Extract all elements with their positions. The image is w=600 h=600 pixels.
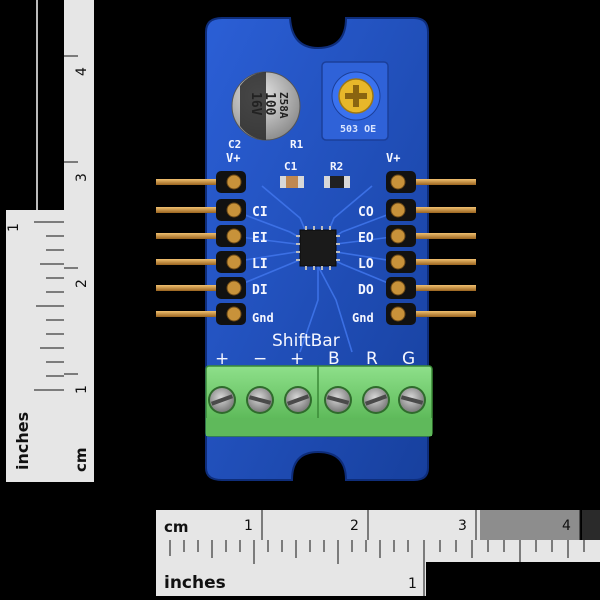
capacitor-text-1: Z58A: [277, 92, 290, 119]
label-c2: C2: [228, 138, 241, 151]
pot-text: 503 OE: [340, 124, 376, 135]
left-pin-label: Gnd: [252, 311, 274, 325]
left-pin-label: EI: [252, 231, 268, 246]
left-ruler-cm-number-2: 2: [74, 279, 90, 288]
terminal-labels: + − + B R G: [215, 349, 415, 369]
bottom-ruler-cm-number-1: 1: [244, 518, 253, 534]
right-pin-label: Gnd: [352, 311, 374, 325]
left-ruler-inches-label: inches: [13, 412, 32, 470]
terminal-screw: [398, 386, 426, 414]
electrolytic-capacitor: Z58A 100 16V: [231, 71, 301, 141]
header-pin: [386, 303, 476, 325]
header-pin: [156, 277, 246, 299]
header-pin: [386, 199, 476, 221]
terminal-label: −: [253, 349, 267, 369]
left-pin-label: V+: [226, 151, 240, 165]
screw-terminal-block: [205, 365, 433, 437]
left-pin-label: LI: [252, 257, 268, 272]
label-r1: R1: [290, 138, 304, 151]
bottom-ruler-inch-number: 1: [408, 576, 417, 592]
bottom-ruler-cm-label: cm: [164, 518, 189, 536]
left-ruler-inch-number: 1: [6, 223, 22, 232]
header-pin: [386, 251, 476, 273]
header-pin: [156, 171, 246, 193]
label-r2: R2: [330, 160, 343, 173]
terminal-screw: [362, 386, 390, 414]
ic-chip: [296, 226, 340, 270]
terminal-label: G: [402, 349, 415, 369]
terminal-label: +: [290, 349, 304, 369]
header-pin: [156, 303, 246, 325]
bottom-ruler-cm-number-3: 3: [458, 518, 467, 534]
terminal-screw: [246, 386, 274, 414]
left-pin-label: DI: [252, 283, 268, 298]
terminal-label: R: [366, 349, 378, 369]
header-pin: [386, 277, 476, 299]
left-ruler-cm-number-4: 4: [74, 67, 90, 76]
right-pin-label: V+: [386, 151, 400, 165]
bottom-ruler-cm-number-4: 4: [562, 518, 571, 534]
header-pin: [156, 225, 246, 247]
left-ruler-cm: 4 3 2 1 cm: [36, 0, 94, 482]
bottom-ruler-inches-label: inches: [164, 573, 226, 593]
header-pin: [386, 171, 476, 193]
header-pin: [156, 199, 246, 221]
left-ruler-inches: 1 inches: [6, 210, 64, 482]
left-ruler-cm-number-3: 3: [74, 173, 90, 182]
terminal-label: +: [215, 349, 229, 369]
label-c1: C1: [284, 160, 298, 173]
bottom-ruler-inches: inches 1: [156, 540, 600, 596]
bottom-slot: [304, 460, 332, 480]
shiftbar-board: Z58A 100 16V C2 R1 503 OE C1 R2: [156, 17, 476, 481]
terminal-label: B: [328, 349, 340, 369]
right-pin-label: DO: [358, 283, 374, 298]
smd-r2: R2: [324, 160, 350, 188]
terminal-screw: [284, 386, 312, 414]
terminal-screw: [208, 386, 236, 414]
capacitor-text-2: 100: [262, 92, 277, 116]
top-slot: [304, 20, 332, 40]
header-pin: [156, 251, 246, 273]
left-ruler-cm-label: cm: [72, 447, 90, 472]
right-pin-label: LO: [358, 257, 374, 272]
bottom-ruler-cm: cm 1 2 3 4: [156, 510, 600, 540]
right-header: [386, 171, 476, 325]
left-pin-label: CI: [252, 205, 268, 220]
right-pin-label: CO: [358, 205, 374, 220]
bottom-ruler-cm-number-2: 2: [350, 518, 359, 534]
left-header: [156, 171, 246, 325]
smd-c1: C1: [280, 160, 304, 188]
terminal-screw: [324, 386, 352, 414]
board-name: ShiftBar: [272, 331, 340, 351]
trim-potentiometer: 503 OE: [321, 61, 389, 141]
left-ruler-cm-number-1: 1: [74, 385, 90, 394]
header-pin: [386, 225, 476, 247]
capacitor-text-3: 16V: [248, 92, 263, 116]
right-pin-label: EO: [358, 231, 374, 246]
